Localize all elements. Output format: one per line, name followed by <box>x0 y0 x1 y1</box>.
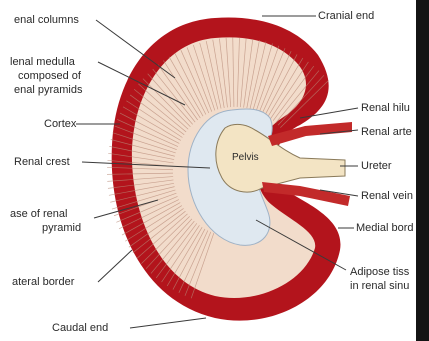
label-renal-columns: enal columns <box>14 14 79 26</box>
label-renal-hilus: Renal hilu <box>361 102 410 114</box>
label-cranial-end: Cranial end <box>318 10 374 22</box>
label-adipose-1: Adipose tiss <box>350 266 409 278</box>
label-renal-medulla-2: composed of <box>18 70 81 82</box>
label-renal-medulla-3: enal pyramids <box>14 84 82 96</box>
label-adipose-2: in renal sinu <box>350 280 409 292</box>
label-medial-border: Medial bord <box>356 222 413 234</box>
leader-caudal-end <box>130 318 206 328</box>
label-renal-crest: Renal crest <box>14 156 70 168</box>
label-renal-vein: Renal vein <box>361 190 413 202</box>
label-pelvis: Pelvis <box>232 152 259 164</box>
label-lateral-border: ateral border <box>12 276 74 288</box>
label-base-pyramid-1: ase of renal <box>10 208 67 220</box>
label-base-pyramid-2: pyramid <box>42 222 81 234</box>
label-renal-medulla-1: lenal medulla <box>10 56 75 68</box>
label-caudal-end: Caudal end <box>52 322 108 334</box>
label-cortex: Cortex <box>44 118 76 130</box>
label-renal-artery: Renal arte <box>361 126 412 138</box>
leader-lateral-border <box>98 250 132 282</box>
label-ureter: Ureter <box>361 160 392 172</box>
